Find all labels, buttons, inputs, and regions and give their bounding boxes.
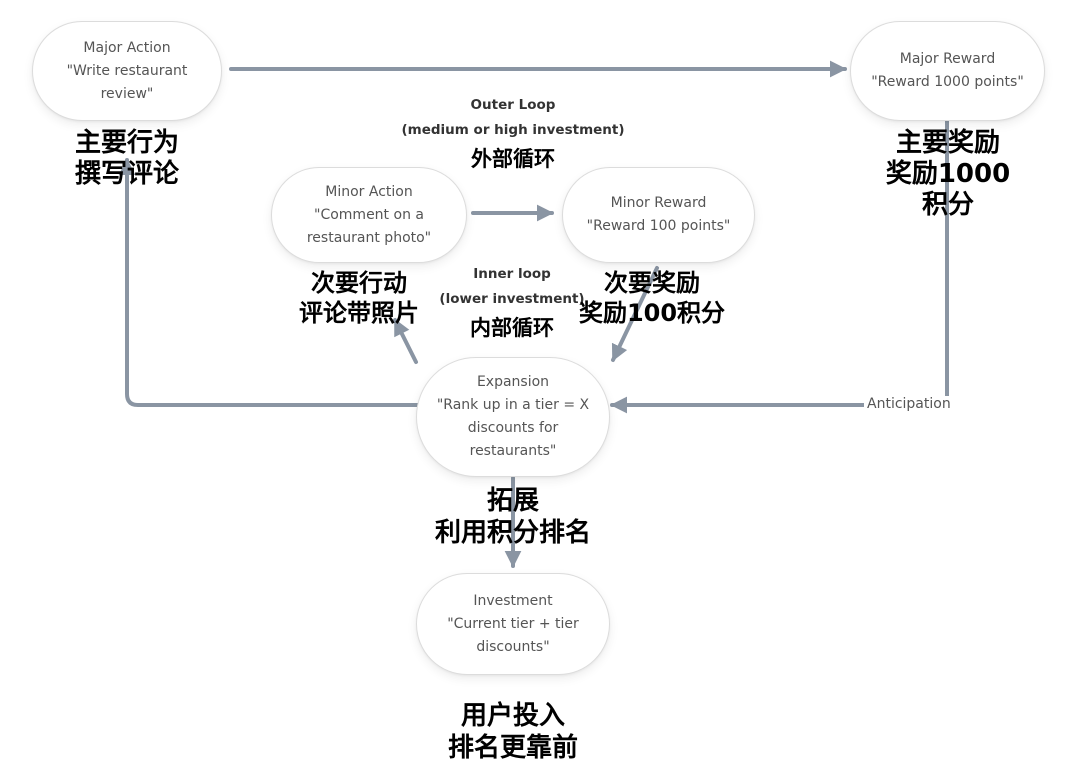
node-investment-text: Investment "Current tier + tier discount…: [447, 592, 579, 655]
node-expansion: Expansion "Rank up in a tier = X discoun…: [416, 357, 610, 477]
arrow-expansion-to-major-action: [118, 158, 422, 407]
node-investment: Investment "Current tier + tier discount…: [416, 573, 610, 675]
caption-minor-action-cn: 次要行动 评论带照片: [299, 269, 419, 327]
node-minor-reward: Minor Reward "Reward 100 points": [562, 167, 755, 263]
edge-label-anticipation: Anticipation: [864, 396, 954, 412]
node-expansion-text: Expansion "Rank up in a tier = X discoun…: [436, 374, 590, 459]
inner-loop-label: Inner loop (lower investment): [439, 266, 585, 307]
node-minor-reward-text: Minor Reward "Reward 100 points": [586, 195, 731, 234]
node-major-reward-text: Major Reward "Reward 1000 points": [871, 51, 1024, 90]
node-minor-action-text: Minor Action "Comment on a restaurant ph…: [306, 183, 432, 246]
node-major-action: Major Action "Write restaurant review": [32, 21, 222, 121]
caption-minor-reward-cn: 次要奖励 奖励100积分: [578, 269, 726, 327]
outer-loop-label: Outer Loop (medium or high investment): [401, 97, 625, 138]
arrow-minor-reward-to-expansion: [611, 266, 659, 362]
node-major-action-text: Major Action "Write restaurant review": [66, 39, 188, 102]
node-major-reward: Major Reward "Reward 1000 points": [850, 21, 1045, 121]
caption-major-action-cn: 主要行为 撰写评论: [74, 128, 180, 189]
arrow-expansion-to-minor-action: [393, 318, 418, 364]
caption-major-reward-cn: 主要奖励 奖励1000积分: [885, 128, 1011, 220]
node-minor-action: Minor Action "Comment on a restaurant ph…: [271, 167, 467, 263]
inner-loop-label-cn: 内部循环: [470, 316, 554, 340]
caption-investment-cn: 用户投入 排名更靠前: [447, 701, 579, 763]
outer-loop-label-cn: 外部循环: [471, 147, 555, 171]
caption-expansion-cn: 拓展 利用积分排名: [434, 486, 592, 548]
